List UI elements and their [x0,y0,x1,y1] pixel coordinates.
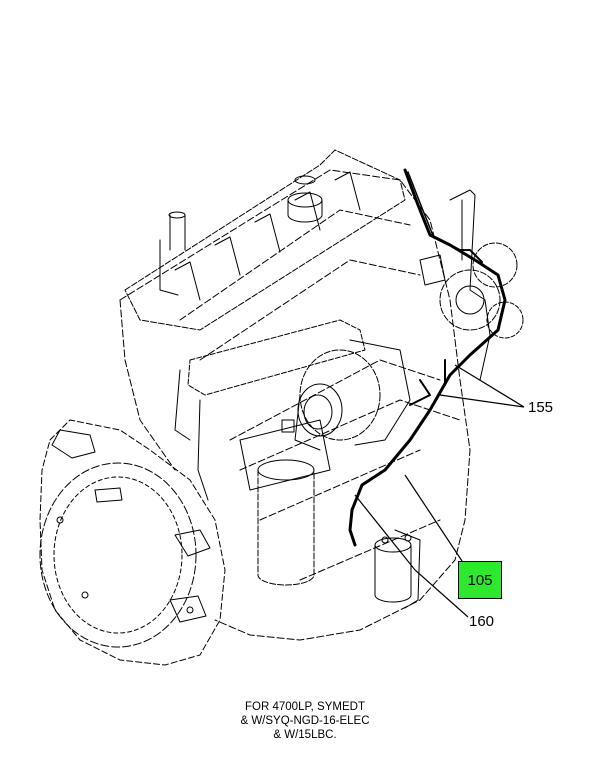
leader-lines [354,364,525,618]
accessory-bracket [419,189,524,381]
callout-105-highlight[interactable]: 105 [458,561,502,599]
caption-line: & W/15LBC. [273,729,337,741]
callout-160: 160 [469,613,495,630]
engine-block [119,169,471,641]
oil-filter [239,419,331,586]
intake-tube [174,319,366,501]
caption-line: & W/SYQ-NGD-16-ELEC [240,715,370,727]
starter-motor [374,529,421,609]
breather-tube [159,211,186,296]
turbocharger [294,339,411,451]
cylinder-head [124,149,406,331]
caption-line: FOR 4700LP, SYMEDT [245,701,365,713]
wiring-harness [348,168,507,547]
flywheel-housing [39,419,226,666]
diagram-caption: FOR 4700LP, SYMEDT & W/SYQ-NGD-16-ELEC &… [205,700,405,742]
callout-155: 155 [528,399,554,416]
